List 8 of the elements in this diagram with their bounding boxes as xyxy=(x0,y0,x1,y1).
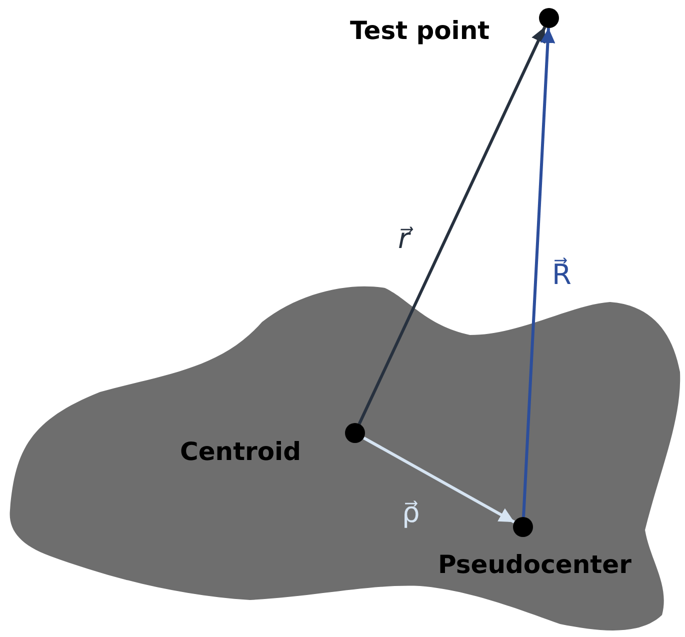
vector-arrow xyxy=(358,26,546,425)
vector-arrow xyxy=(522,28,556,518)
vector-label: R⃗ xyxy=(552,258,572,291)
point-label: Test point xyxy=(350,16,490,45)
vector-arrow xyxy=(363,436,515,524)
point-label: Pseudocenter xyxy=(438,550,632,579)
vector-label: ρ⃗ xyxy=(402,496,420,529)
point-label: Centroid xyxy=(180,437,302,466)
